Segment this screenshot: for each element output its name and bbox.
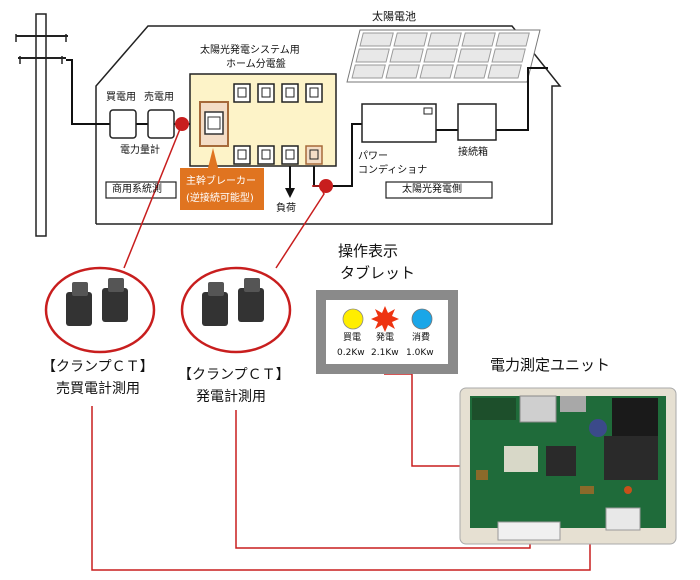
junction-box: [457, 103, 497, 141]
commercial-side-box: [105, 181, 177, 199]
commercial-side-label: 商用系統測: [112, 184, 162, 195]
indicator-buy-label: 買電: [343, 333, 362, 343]
indicator-generation-icon: [371, 306, 399, 332]
indicator-buy-value: 0.2Kw: [337, 348, 365, 358]
buy-meter: [109, 109, 137, 139]
load-label: 負荷: [276, 203, 296, 214]
power-conditioner: [361, 103, 437, 143]
breaker-callout-line2: (逆接続可能型): [186, 193, 254, 204]
ct-clamp-point-buy-sell: [175, 117, 189, 131]
indicator-consumption-icon: [411, 308, 433, 330]
clamp-ct-left-title: 【クランプＣＴ】: [42, 359, 154, 375]
indicator-generation-label: 発電: [376, 333, 395, 343]
indicator-buy-icon: [342, 308, 364, 330]
sell-meter-label: 売電用: [144, 92, 174, 103]
tablet-title-line2: タブレット: [340, 264, 416, 282]
sell-meter: [147, 109, 175, 139]
load-arrow-icon: [285, 188, 295, 198]
indicator-consumption-value: 1.0Kw: [406, 348, 434, 358]
junction-box-label: 接続箱: [458, 147, 488, 158]
solar-side-label: 太陽光発電側: [402, 184, 462, 195]
clamp-ct-right-sensors: [202, 278, 264, 326]
main-breaker: [199, 101, 229, 147]
power-conditioner-label: パワー コンディショナ: [358, 151, 428, 176]
breaker-callout-box: [180, 168, 264, 210]
clamp-ct-right-title: 【クランプＣＴ】: [178, 367, 290, 383]
ct-clamp-point-generation: [319, 179, 333, 193]
indicator-generation-value: 2.1Kw: [371, 348, 399, 358]
utility-pole: [15, 13, 68, 237]
measurement-unit-title: 電力測定ユニット: [490, 356, 611, 374]
panel-title-line2: ホーム分電盤: [226, 59, 286, 70]
panel-title-line1: 太陽光発電システム用: [200, 45, 300, 56]
clamp-ct-right-ellipse: [180, 266, 292, 354]
measurement-unit-board: [459, 387, 677, 545]
clamp-ct-left-ellipse: [44, 266, 156, 354]
power-meter-label: 電力量計: [120, 145, 160, 156]
clamp-ct-right-subtitle: 発電計測用: [196, 389, 266, 405]
solar-panel-array: [346, 29, 541, 83]
clamp-ct-left-subtitle: 売買電計測用: [56, 381, 140, 397]
indicator-consumption-label: 消費: [412, 333, 431, 343]
clamp-ct-left-sensors: [66, 278, 128, 326]
solar-panel-label: 太陽電池: [372, 10, 416, 23]
house-outline: [95, 25, 562, 225]
buy-meter-label: 買電用: [106, 92, 136, 103]
branch-breakers: [233, 83, 323, 165]
tablet-title-line1: 操作表示: [338, 242, 399, 260]
callout-pointer: [208, 148, 218, 168]
solar-side-box: [385, 181, 493, 199]
breaker-callout-line1: 主幹ブレーカー: [186, 176, 256, 187]
